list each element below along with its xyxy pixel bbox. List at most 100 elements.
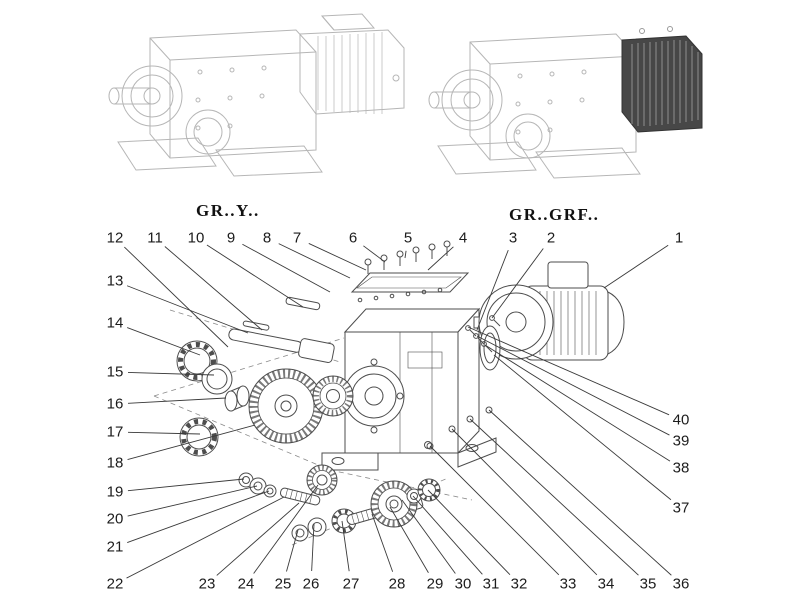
pinion-shaft-assembly <box>279 464 338 506</box>
leader-line-4 <box>427 246 454 271</box>
leader-line-13 <box>126 285 249 334</box>
callout-36: 36 <box>672 575 690 593</box>
callout-6: 6 <box>348 229 358 247</box>
callout-39: 39 <box>672 432 690 450</box>
leader-line-18 <box>127 424 256 461</box>
callout-3: 3 <box>508 229 518 247</box>
callout-28: 28 <box>388 575 406 593</box>
leader-line-11 <box>164 246 263 331</box>
callout-30: 30 <box>454 575 472 593</box>
output-gear <box>370 480 418 528</box>
output-shaft-assembly <box>291 478 441 542</box>
leader-line-14 <box>127 327 201 356</box>
callout-8: 8 <box>262 229 272 247</box>
callout-29: 29 <box>426 575 444 593</box>
callout-33: 33 <box>559 575 577 593</box>
leader-line-15 <box>127 371 215 376</box>
callout-18: 18 <box>106 454 124 472</box>
callout-40: 40 <box>672 411 690 429</box>
small-gear-upper <box>312 375 354 417</box>
motor <box>473 261 625 361</box>
leader-line-33 <box>429 445 560 576</box>
callout-4: 4 <box>458 229 468 247</box>
leader-line-9 <box>242 243 331 293</box>
leader-line-23 <box>216 502 300 576</box>
callout-19: 19 <box>106 483 124 501</box>
variant-label-gr-y: GR..Y.. <box>196 201 260 220</box>
leader-line-31 <box>412 495 483 575</box>
leader-line-5 <box>404 250 407 259</box>
leader-line-7 <box>308 243 367 271</box>
callout-7: 7 <box>292 229 302 247</box>
bearing-output-right <box>417 478 441 502</box>
leader-line-34 <box>451 428 598 576</box>
callout-31: 31 <box>482 575 500 593</box>
washers-left <box>238 472 277 498</box>
callout-37: 37 <box>672 499 690 517</box>
callout-1: 1 <box>674 229 684 247</box>
spacer-sleeve <box>224 385 250 412</box>
top-cover-and-bolts <box>350 240 470 303</box>
leader-line-8 <box>278 243 351 279</box>
callout-27: 27 <box>342 575 360 593</box>
callout-38: 38 <box>672 459 690 477</box>
leader-line-36 <box>488 409 672 576</box>
callout-12: 12 <box>106 229 124 247</box>
variant-label-gr-grf: GR..GRF.. <box>509 205 600 224</box>
leader-line-22 <box>126 496 285 579</box>
leader-line-6 <box>363 245 386 263</box>
callout-16: 16 <box>106 395 124 413</box>
callout-32: 32 <box>510 575 528 593</box>
callout-34: 34 <box>597 575 615 593</box>
leader-line-17 <box>127 431 201 435</box>
callout-24: 24 <box>237 575 255 593</box>
leader-line-25 <box>286 529 299 572</box>
callout-5: 5 <box>403 229 413 247</box>
leader-line-2 <box>491 248 544 319</box>
leader-line-35 <box>469 418 639 576</box>
callout-22: 22 <box>106 575 124 593</box>
finned-cover-block <box>621 26 703 133</box>
leader-line-40 <box>467 326 670 416</box>
leader-line-32 <box>427 489 511 575</box>
leader-line-10 <box>206 244 304 308</box>
leader-lines <box>124 243 672 579</box>
leader-line-39 <box>476 335 670 436</box>
callout-26: 26 <box>302 575 320 593</box>
leader-line-1 <box>603 244 669 289</box>
callout-10: 10 <box>187 229 205 247</box>
callout-11: 11 <box>147 229 163 247</box>
callout-25: 25 <box>274 575 292 593</box>
callout-9: 9 <box>226 229 236 247</box>
bearing-lower <box>179 417 219 457</box>
callout-13: 13 <box>106 272 124 290</box>
leader-line-26 <box>311 523 315 572</box>
callout-15: 15 <box>106 363 124 381</box>
overview-drawing-left <box>108 13 405 177</box>
leader-line-29 <box>389 506 429 574</box>
leader-line-30 <box>401 499 456 574</box>
bearing-upper <box>176 340 218 382</box>
leader-line-24 <box>253 484 319 574</box>
leader-line-28 <box>371 513 394 572</box>
leader-line-20 <box>127 485 258 517</box>
large-helical-gear <box>248 368 324 444</box>
leader-line-21 <box>127 490 270 543</box>
callout-23: 23 <box>198 575 216 593</box>
leader-line-16 <box>127 397 227 404</box>
leader-line-38 <box>484 344 671 462</box>
callout-2: 2 <box>546 229 556 247</box>
callout-35: 35 <box>639 575 657 593</box>
leader-line-27 <box>341 520 350 572</box>
callout-17: 17 <box>106 423 124 441</box>
oil-seal <box>201 363 233 395</box>
overview-drawing-right <box>428 26 703 179</box>
housing-plugs <box>426 406 493 450</box>
leader-line-3 <box>476 249 509 331</box>
gearbox-housing <box>321 307 497 471</box>
leader-line-12 <box>124 246 229 348</box>
callout-14: 14 <box>106 314 124 332</box>
callout-20: 20 <box>106 510 124 528</box>
